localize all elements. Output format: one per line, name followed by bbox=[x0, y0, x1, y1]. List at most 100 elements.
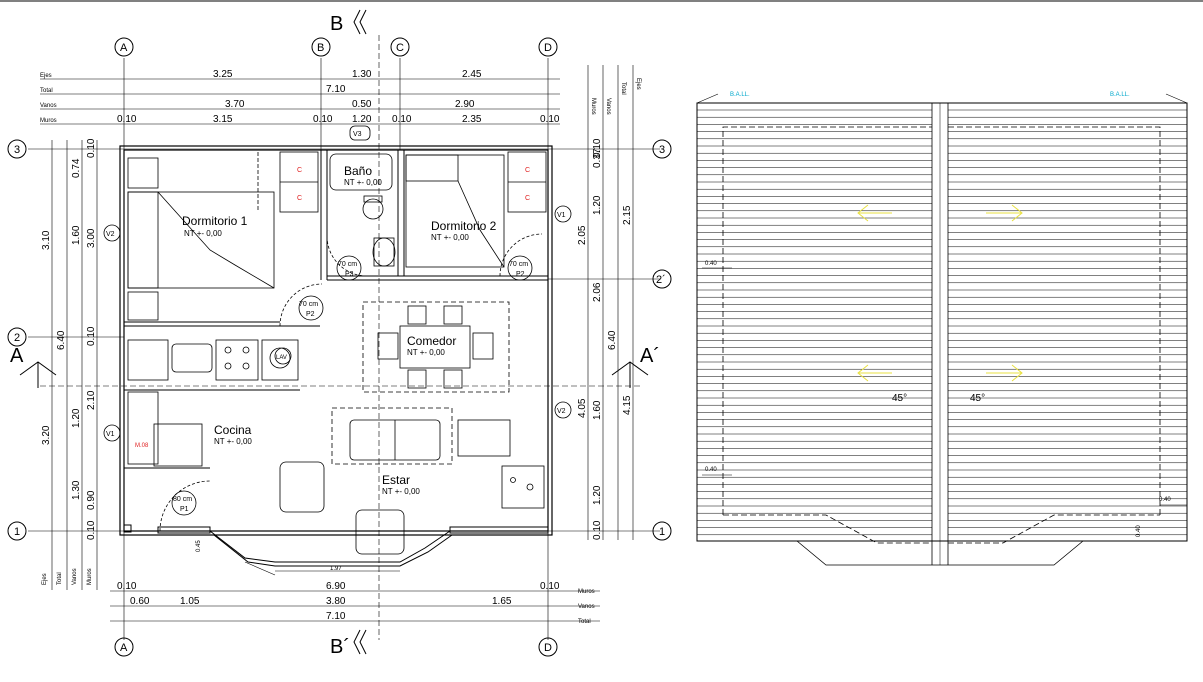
bathroom-fixtures bbox=[329, 153, 396, 267]
m08-label: M.08 bbox=[135, 443, 149, 449]
closet-label-1a: C bbox=[297, 167, 302, 174]
right-dimension-lines bbox=[587, 65, 634, 540]
dim-muros-2: 3.15 bbox=[213, 114, 233, 125]
dim-bottom-total: 7.10 bbox=[326, 611, 346, 622]
roof-overhang-3: 0.40 bbox=[1159, 497, 1171, 503]
room-cocina: Cocina bbox=[214, 423, 252, 437]
grid-label-1-left: 1 bbox=[14, 526, 20, 538]
roof-label-bajada-right: B.A.LL. bbox=[1110, 92, 1130, 98]
nt-comedor: NT +- 0,00 bbox=[407, 348, 445, 357]
left-row-vanos: Vanos bbox=[72, 568, 78, 585]
living-sofa bbox=[279, 407, 545, 555]
dim-right-vanos-1: 2.05 bbox=[577, 225, 588, 245]
grid-label-a-top: A bbox=[120, 42, 128, 54]
window-tag-v3-bano: V3 bbox=[353, 131, 362, 138]
grid-label-d-bottom: D bbox=[544, 642, 552, 654]
closet-label-2a: C bbox=[525, 167, 530, 174]
section-markers bbox=[19, 9, 649, 655]
bottom-dimension-lines bbox=[110, 590, 600, 622]
roof-plan bbox=[696, 93, 1188, 566]
roof-overhang-1: 0.40 bbox=[705, 261, 717, 267]
dim-left-muros-3: 1.20 bbox=[71, 408, 82, 428]
closet-label-2b: C bbox=[525, 195, 530, 202]
roof-labels: B.A.LL. B.A.LL. 45° 45° 0.40 0.40 0.40 0… bbox=[705, 92, 1171, 537]
roof-hatch-lines bbox=[697, 109, 1187, 536]
dim-right-ejes-1: 2.15 bbox=[622, 205, 633, 225]
left-row-muros: Muros bbox=[87, 568, 93, 585]
nt-dormitorio-2: NT +- 0,00 bbox=[431, 233, 469, 242]
dim-left-muros-6: 0.10 bbox=[86, 326, 97, 346]
nt-dormitorio-1: NT +- 0,00 bbox=[184, 229, 222, 238]
window-tag-v1-cocina: V1 bbox=[106, 431, 115, 438]
left-row-total: Total bbox=[57, 572, 63, 585]
dim-left-muros-4: 0.90 bbox=[86, 490, 97, 510]
grid-label-2-left: 2 bbox=[14, 332, 20, 344]
door-swings bbox=[159, 233, 543, 532]
dim-left-muros-7: 0.10 bbox=[86, 520, 97, 540]
grid-label-b-top: B bbox=[317, 42, 324, 54]
grid-label-d-top: D bbox=[544, 42, 552, 54]
dim-right-vanos-2: 4.05 bbox=[577, 398, 588, 418]
roof-overhang-4: 0.40 bbox=[1136, 525, 1142, 537]
door-tag-p2: P2 bbox=[306, 311, 315, 318]
closet-dormitorio-1 bbox=[257, 151, 319, 213]
row-label-muros-bottom: Muros bbox=[578, 589, 595, 595]
dim-bottom-vanos-3: 3.80 bbox=[326, 596, 346, 607]
exterior-walls bbox=[119, 145, 553, 536]
right-row-vanos: Vanos bbox=[605, 98, 611, 115]
dim-right-muros-1: 0.10 bbox=[592, 138, 603, 158]
row-label-total: Total bbox=[40, 88, 53, 94]
dim-bottom-muros-1: 0.10 bbox=[117, 581, 137, 592]
row-label-total-bottom: Total bbox=[578, 619, 591, 625]
dim-left-ejes-2: 3.20 bbox=[41, 425, 52, 445]
dim-muros-3: 0.10 bbox=[313, 114, 333, 125]
row-label-vanos: Vanos bbox=[40, 103, 57, 109]
right-row-muros: Muros bbox=[590, 98, 596, 115]
dim-right-muros-2: 0.37 bbox=[592, 148, 603, 168]
section-a-left: A bbox=[10, 345, 24, 367]
grid-bubbles bbox=[7, 37, 672, 657]
bed-dormitorio-1 bbox=[127, 157, 275, 321]
left-dimension-lines bbox=[51, 140, 98, 590]
interior-walls bbox=[124, 150, 548, 469]
door-tag-p2-b: P2 bbox=[516, 271, 525, 278]
dim-ejes-2: 1.30 bbox=[352, 69, 372, 80]
floor-plan bbox=[7, 9, 672, 657]
dim-left-vanos-1: 1.60 bbox=[71, 225, 82, 245]
right-row-ejes: Ejes bbox=[635, 78, 641, 90]
dim-left-vanos-3: 1.30 bbox=[71, 480, 82, 500]
dim-right-total: 6.40 bbox=[607, 330, 618, 350]
dim-left-vanos-2: 2.10 bbox=[86, 390, 97, 410]
dim-muros-4: 1.20 bbox=[352, 114, 372, 125]
dim-bottom-vanos-2: 1.05 bbox=[180, 596, 200, 607]
room-dormitorio-2: Dormitorio 2 bbox=[431, 219, 497, 233]
closet-label-1b: C bbox=[297, 195, 302, 202]
floor-plan-labels: Ejes Total Vanos Muros Muros Vanos Total… bbox=[10, 13, 666, 658]
door-tag-80-width: 80 cm bbox=[173, 496, 192, 503]
top-dimension-lines bbox=[40, 78, 560, 125]
row-label-ejes: Ejes bbox=[40, 73, 52, 79]
dim-left-muros-5: 0.10 bbox=[86, 138, 97, 158]
dim-muros-7: 0.10 bbox=[540, 114, 560, 125]
dim-bottom-vanos-1: 0.60 bbox=[130, 596, 150, 607]
right-row-total: Total bbox=[620, 82, 626, 95]
dim-0-45: 0.45 bbox=[196, 540, 202, 552]
grid-label-c-top: C bbox=[396, 42, 404, 54]
grid-label-1-right: 1 bbox=[659, 526, 665, 538]
room-dormitorio-1: Dormitorio 1 bbox=[182, 214, 248, 228]
roof-slope-arrows bbox=[857, 204, 1023, 382]
row-label-vanos-bottom: Vanos bbox=[578, 604, 595, 610]
dim-left-muros-2: 3.00 bbox=[86, 228, 97, 248]
dim-muros-6: 2.35 bbox=[462, 114, 482, 125]
lav-label: LAV bbox=[276, 355, 287, 361]
dim-right-ejes-2: 4.15 bbox=[622, 395, 633, 415]
dim-total-top: 7.10 bbox=[326, 84, 346, 95]
dim-vanos-3: 2.90 bbox=[455, 99, 475, 110]
dim-1-97: 1.97 bbox=[330, 566, 342, 572]
dim-right-muros-5: 1.60 bbox=[592, 400, 603, 420]
closet-dormitorio-2 bbox=[507, 151, 547, 213]
door-tag-70-a-width: 70 cm bbox=[299, 301, 318, 308]
roof-label-bajada-left: B.A.LL. bbox=[730, 92, 750, 98]
dim-right-muros-4: 2.06 bbox=[592, 282, 603, 302]
